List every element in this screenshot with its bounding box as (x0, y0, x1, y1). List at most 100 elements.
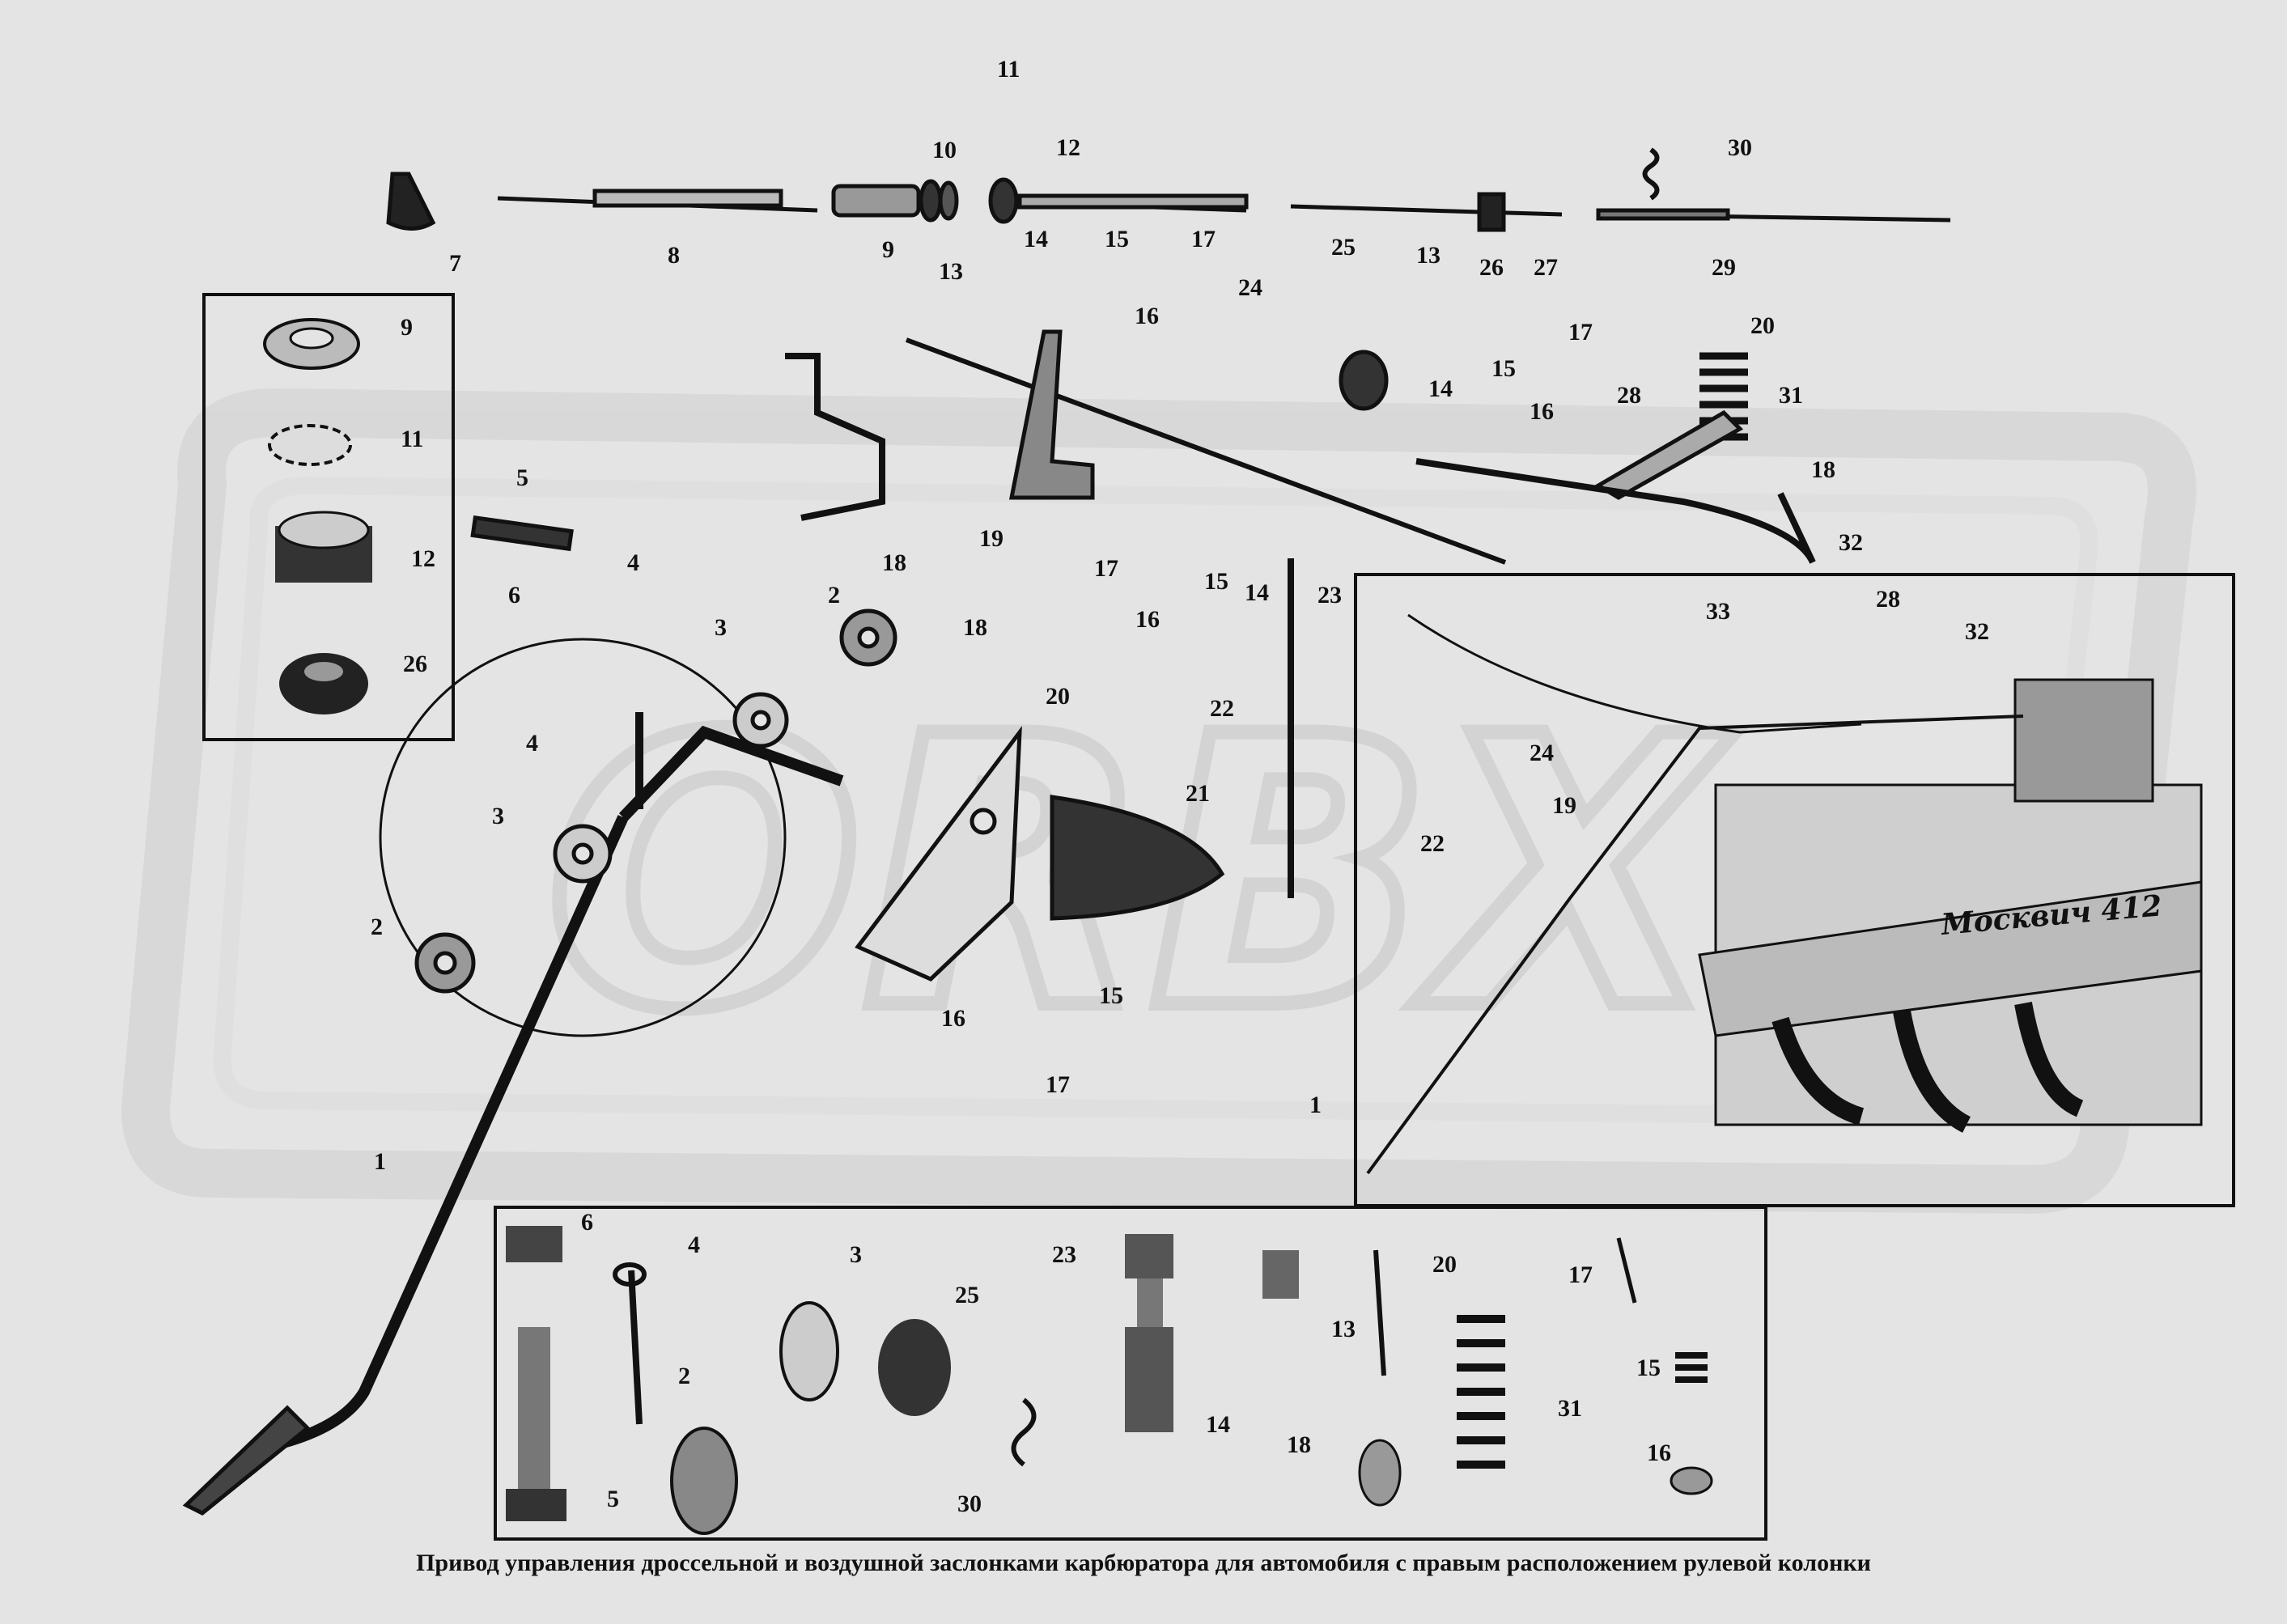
label: 11 (401, 426, 423, 452)
label: 20 (1046, 683, 1070, 710)
label: 13 (1416, 242, 1441, 269)
nut-26 (279, 653, 368, 714)
pin-20 (1373, 1249, 1386, 1376)
clip-30-top (1642, 147, 1660, 201)
label: 17 (1046, 1071, 1070, 1098)
label: 1 (374, 1148, 386, 1175)
boot-21 (1050, 795, 1225, 921)
spring-15-detail (1675, 1352, 1708, 1383)
label: 9 (401, 314, 413, 341)
label: 9 (882, 236, 894, 263)
label: 12 (411, 545, 435, 572)
cable-sheath (592, 189, 783, 208)
label: 3 (492, 803, 504, 829)
label: 14 (1024, 226, 1048, 252)
label: 20 (1432, 1251, 1457, 1278)
label: 15 (1105, 226, 1129, 252)
bracket (785, 353, 885, 521)
lever-19 (1008, 329, 1095, 500)
labels: 11 10 12 7 8 9 30 26 27 29 13 14 15 17 1… (371, 56, 1989, 1517)
label: 32 (1839, 529, 1863, 556)
sleeve (831, 184, 921, 218)
label: 14 (1245, 579, 1269, 606)
washer-18-detail (1358, 1439, 1402, 1507)
label: 28 (1617, 382, 1641, 409)
label: 2 (828, 582, 840, 608)
label: 5 (516, 464, 528, 491)
label: 25 (955, 1282, 979, 1308)
label: 20 (1750, 312, 1775, 339)
bushing-25-detail (878, 1319, 951, 1416)
label: 17 (1568, 319, 1593, 346)
clip-30 (1011, 1397, 1037, 1467)
label: 23 (1317, 582, 1342, 608)
label: 4 (627, 549, 639, 576)
label: 22 (1420, 830, 1445, 857)
label: 12 (1056, 134, 1080, 161)
label: 23 (1052, 1241, 1076, 1268)
knob (386, 172, 436, 231)
bolt-23 (1125, 1234, 1173, 1278)
label: 2 (371, 914, 383, 940)
label: 4 (688, 1232, 700, 1258)
label: 17 (1568, 1261, 1593, 1288)
label: 4 (526, 730, 538, 757)
figure-caption: Привод управления дроссельной и воздушно… (416, 1550, 1871, 1576)
label: 14 (1206, 1411, 1230, 1438)
nut-26-top (1477, 192, 1506, 232)
left-inset (202, 293, 455, 741)
rod-32 (1415, 458, 1816, 564)
label: 16 (1135, 606, 1160, 633)
label: 33 (1706, 598, 1730, 625)
label: 30 (1728, 134, 1752, 161)
label: 16 (1530, 398, 1554, 425)
label: 29 (1712, 254, 1736, 281)
label: 21 (1186, 780, 1210, 807)
label: 32 (1965, 618, 1989, 645)
label: 7 (449, 250, 461, 277)
label: 18 (1287, 1431, 1311, 1458)
label: 28 (1876, 586, 1900, 613)
washer-2-detail (670, 1427, 738, 1535)
label: 19 (979, 525, 1003, 552)
label: 15 (1099, 982, 1123, 1009)
label: 17 (1094, 555, 1118, 582)
pin-17 (1616, 1237, 1637, 1304)
label: 6 (581, 1209, 593, 1236)
label: 31 (1779, 382, 1803, 409)
label: 24 (1530, 740, 1554, 766)
nut-6 (506, 1226, 562, 1262)
label: 22 (1210, 695, 1234, 722)
washer-16-detail (1670, 1466, 1713, 1495)
label: 25 (1331, 234, 1356, 261)
right-inset: Москвич 412 (1354, 573, 2235, 1207)
label: 27 (1534, 254, 1558, 281)
cable-assembly (386, 147, 1951, 232)
washer-3-detail (779, 1301, 839, 1401)
bolt-5 (470, 515, 574, 552)
label: 2 (678, 1363, 690, 1389)
plate-21 (855, 726, 1022, 982)
label: 13 (939, 258, 963, 285)
pin-4 (628, 1270, 643, 1425)
screw-13 (1262, 1250, 1299, 1299)
label: 16 (1647, 1440, 1671, 1466)
label: 10 (932, 137, 957, 163)
label: 8 (668, 242, 680, 269)
bushing-25 (1339, 350, 1389, 411)
middle-parts (182, 329, 1816, 1516)
spring-31-detail (1457, 1315, 1505, 1469)
lock-washer-11 (268, 424, 352, 466)
label: 1 (1309, 1092, 1322, 1118)
label: 3 (715, 614, 727, 641)
fitting-14 (1125, 1327, 1173, 1432)
label: 5 (607, 1486, 619, 1512)
label: 30 (957, 1490, 982, 1517)
label: 18 (1811, 456, 1835, 483)
label: 18 (882, 549, 906, 576)
label: 18 (963, 614, 987, 641)
label: 11 (997, 56, 1020, 83)
label: 15 (1636, 1355, 1661, 1381)
bolt-5-detail (518, 1327, 550, 1489)
